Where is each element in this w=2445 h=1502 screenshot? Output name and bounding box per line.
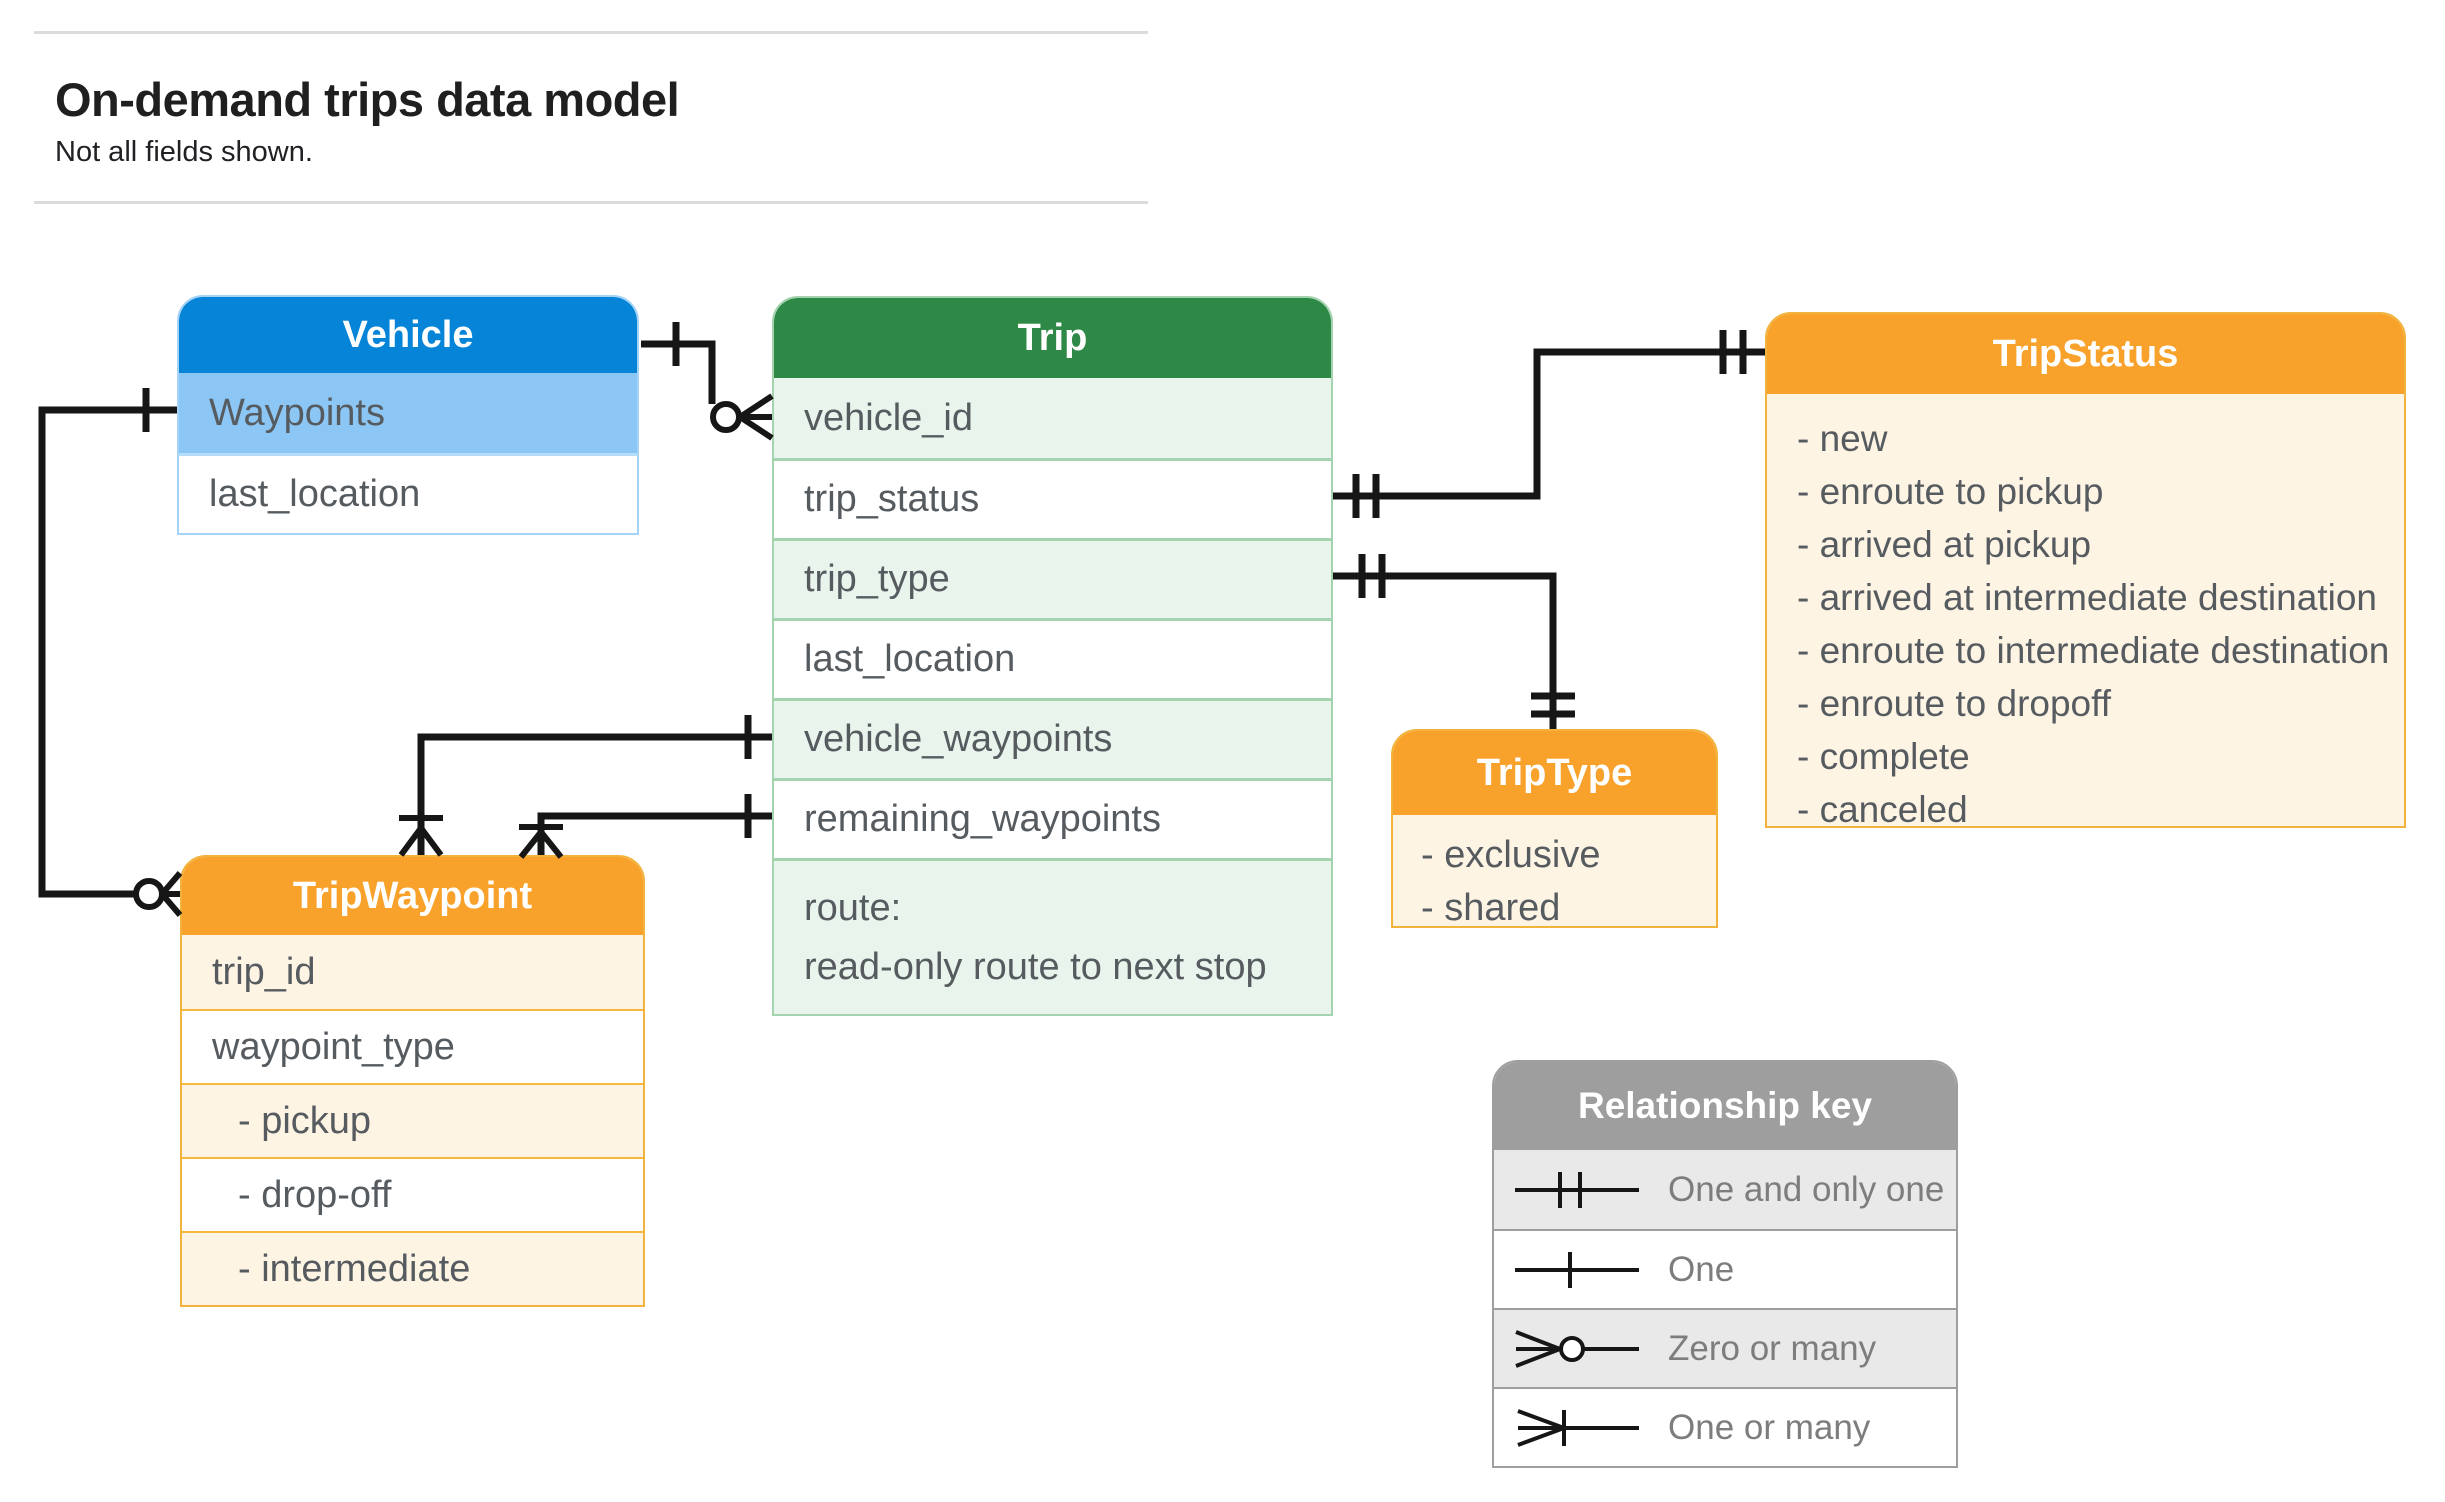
field-row-trip-status: trip_status: [774, 458, 1331, 538]
enum-value: - arrived at intermediate destination: [1797, 577, 2377, 618]
enum-value: - shared: [1421, 887, 1561, 929]
zero-circle-icon: [710, 401, 742, 433]
enum-value: - enroute to dropoff: [1797, 683, 2112, 724]
enum-value: - new: [1797, 418, 1888, 459]
divider-bottom: [34, 201, 1148, 204]
crow-foot-icon: [159, 871, 183, 917]
entity-tripstatus: TripStatus - new - enroute to pickup - a…: [1765, 312, 2406, 830]
legend-row-one-and-only-one: One and only one: [1494, 1150, 1956, 1229]
connector-vehicle-waypoints-field-to-tripwaypoint: [398, 715, 772, 857]
field-row-waypoint-type: waypoint_type: [182, 1009, 643, 1083]
entity-tripwaypoint-header: TripWaypoint: [182, 857, 643, 935]
one-icon: [1515, 1251, 1639, 1288]
legend-row-one-or-many: One or many: [1494, 1387, 1956, 1466]
enum-value: - arrived at pickup: [1797, 524, 2092, 565]
one-and-only-one-ticks-icon: [1352, 330, 1747, 518]
connector-remaining-waypoints-to-tripwaypoint: [518, 794, 772, 859]
one-and-only-one-ticks-icon: [1358, 554, 1575, 718]
crow-foot-icon: [518, 830, 564, 859]
page-subtitle: Not all fields shown.: [55, 136, 313, 168]
connector-trip-type-to-triptype: [1333, 554, 1575, 729]
enum-value: - canceled: [1797, 789, 1968, 830]
legend-label: One: [1668, 1249, 1735, 1289]
entity-trip: Trip vehicle_id trip_status trip_type la…: [772, 296, 1333, 1016]
triptype-values: - exclusive - shared: [1393, 815, 1716, 929]
relationship-key-header: Relationship key: [1494, 1062, 1956, 1150]
entity-trip-header: Trip: [774, 298, 1331, 378]
field-row-trip-id: trip_id: [182, 935, 643, 1009]
field-row-waypoints: Waypoints: [179, 373, 637, 453]
field-row-last-location: last_location: [774, 618, 1331, 698]
entity-vehicle-header: Vehicle: [179, 297, 637, 373]
legend-label: Zero or many: [1668, 1328, 1877, 1368]
legend-row-zero-or-many: Zero or many: [1494, 1308, 1956, 1387]
field-row-trip-type: trip_type: [774, 538, 1331, 618]
zero-or-many-icon: [1515, 1329, 1639, 1368]
entity-triptype: TripType - exclusive - shared: [1391, 729, 1718, 929]
tripstatus-values: - new - enroute to pickup - arrived at p…: [1767, 394, 2404, 830]
one-or-many-icon: [1517, 1408, 1639, 1447]
crow-foot-icon: [738, 393, 774, 441]
field-row-route: route: read-only route to next stop: [774, 858, 1331, 1014]
enum-value-pickup: - pickup: [182, 1083, 643, 1157]
enum-value: - enroute to pickup: [1797, 471, 2104, 512]
connector-vehicle-to-trip: [641, 322, 774, 441]
connector-trip-status-to-tripstatus: [1333, 330, 1765, 518]
entity-tripwaypoint: TripWaypoint trip_id waypoint_type - pic…: [180, 855, 645, 1307]
enum-value: - exclusive: [1421, 834, 1601, 876]
route-line-1: route:: [804, 886, 902, 929]
entity-vehicle: Vehicle Waypoints last_location: [177, 295, 639, 535]
entity-triptype-header: TripType: [1393, 731, 1716, 815]
relationship-key: Relationship key One and only one One Ze…: [1492, 1060, 1958, 1468]
one-and-only-one-icon: [1515, 1171, 1639, 1208]
enum-value: - complete: [1797, 736, 1970, 777]
entity-tripstatus-header: TripStatus: [1767, 314, 2404, 394]
page-title: On-demand trips data model: [55, 73, 680, 126]
enum-value-drop-off: - drop-off: [182, 1157, 643, 1231]
field-row-last-location: last_location: [179, 453, 637, 533]
field-row-remaining-waypoints: remaining_waypoints: [774, 778, 1331, 858]
route-line-2: read-only route to next stop: [804, 945, 1267, 988]
enum-value-intermediate: - intermediate: [182, 1231, 643, 1305]
divider-top: [34, 31, 1148, 34]
field-row-vehicle-id: vehicle_id: [774, 378, 1331, 458]
connector-vehicle-waypoints-to-tripwaypoint: [38, 388, 183, 917]
field-row-vehicle-waypoints: vehicle_waypoints: [774, 698, 1331, 778]
legend-row-one: One: [1494, 1229, 1956, 1308]
legend-label: One and only one: [1668, 1169, 1945, 1209]
crow-foot-icon: [398, 826, 444, 857]
zero-circle-icon: [133, 878, 165, 910]
enum-value: - enroute to intermediate destination: [1797, 630, 2390, 671]
legend-label: One or many: [1668, 1407, 1871, 1447]
